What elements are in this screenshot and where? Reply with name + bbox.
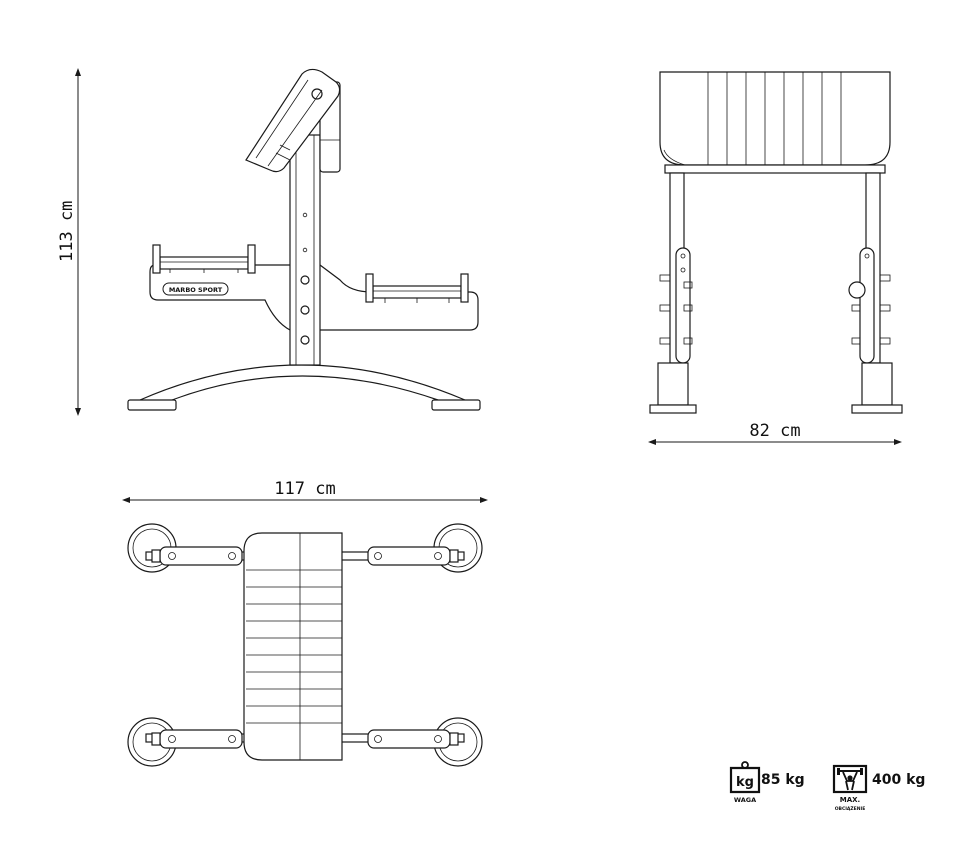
- max-load-subcaption: OBCIĄŻENIE: [835, 805, 866, 812]
- adjustment-knob: [848, 281, 866, 299]
- right-leg-pins: [851, 274, 891, 345]
- column-hole: [300, 275, 310, 285]
- lifter-icon: [832, 764, 868, 794]
- column-hole: [300, 305, 310, 315]
- weight-badge: kg 85 kg WAGA: [729, 761, 805, 804]
- right-foot-roller: [365, 273, 469, 303]
- left-foot: [127, 399, 177, 411]
- base-arch-inner: [171, 375, 439, 401]
- width-dimension-label: 82 cm: [749, 421, 800, 441]
- pad-frame: [664, 164, 886, 174]
- top-view: 117 cm: [122, 479, 488, 767]
- top-pad: [243, 532, 343, 761]
- front-left-base: [657, 362, 689, 406]
- front-right-base: [861, 362, 893, 406]
- brand-logo: MARBO SPORT: [162, 282, 229, 296]
- column-hole: [302, 212, 308, 218]
- weight-caption: WAGA: [734, 796, 756, 804]
- weight-icon: kg: [729, 761, 761, 794]
- front-pad: [659, 71, 891, 166]
- bracket-top-right: [367, 546, 459, 566]
- bracket-bottom-left: [151, 729, 243, 749]
- max-load-badge: 400 kg MAX. OBCIĄŻENIE: [832, 764, 925, 812]
- central-column: [289, 134, 321, 366]
- max-load-caption: MAX.: [840, 796, 860, 804]
- column-hole: [300, 335, 310, 345]
- column-hole: [302, 247, 308, 253]
- right-foot: [431, 399, 481, 411]
- weight-value: 85 kg: [761, 772, 805, 788]
- length-dimension-label: 117 cm: [274, 479, 335, 499]
- height-dimension-label: 113 cm: [57, 201, 77, 262]
- front-view: 82 cm: [648, 71, 903, 445]
- side-view: 113 cm MARBO S: [57, 68, 481, 416]
- svg-text:kg: kg: [736, 775, 754, 790]
- max-load-value: 400 kg: [872, 772, 925, 788]
- bracket-top-left: [151, 546, 243, 566]
- arm-pad: [245, 68, 341, 173]
- left-foot-roller: [152, 244, 256, 274]
- bracket-bottom-right: [367, 729, 459, 749]
- left-leg-pins: [659, 274, 693, 345]
- svg-text:MARBO SPORT: MARBO SPORT: [169, 286, 223, 294]
